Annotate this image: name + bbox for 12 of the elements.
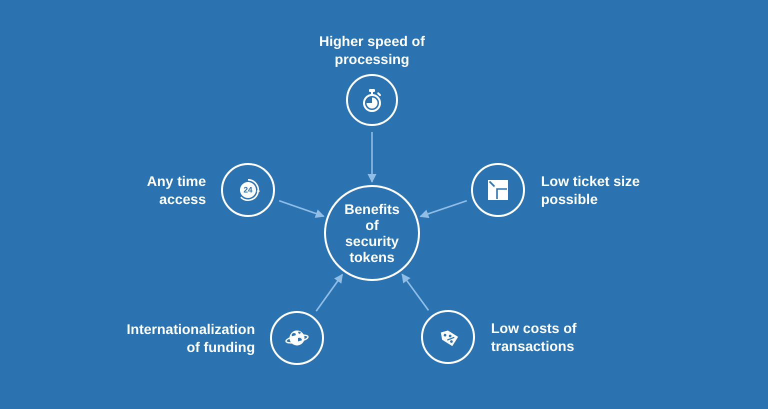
arrow	[316, 274, 344, 312]
arrow	[368, 132, 376, 183]
arrow	[419, 200, 468, 218]
arrow	[401, 273, 430, 311]
benefit-label: Low costs of transactions	[491, 319, 578, 355]
clock-number: 24	[244, 186, 252, 194]
benefit-label: Internationalization of funding	[126, 320, 255, 356]
benefit-label: Higher speed of processing	[318, 32, 426, 68]
center-label: Benefits of security tokens	[343, 201, 401, 265]
benefit-label: Low ticket size possible	[541, 172, 641, 208]
arrow	[278, 200, 325, 218]
benefit-label: Any time access	[146, 172, 206, 208]
